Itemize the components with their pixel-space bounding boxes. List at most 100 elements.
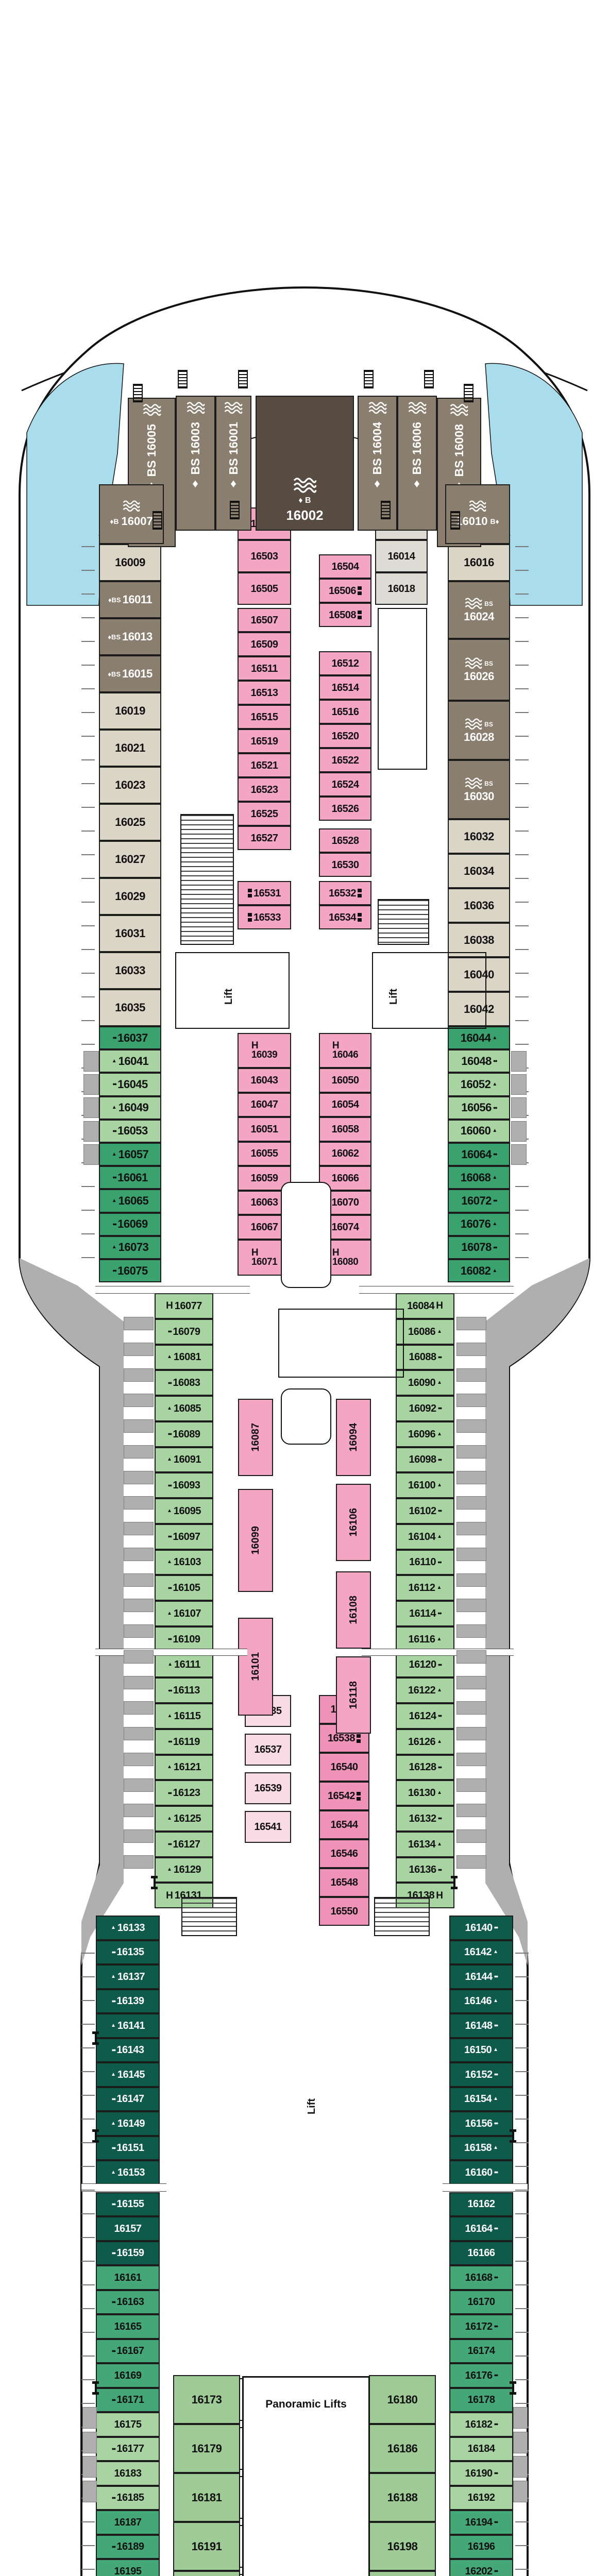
cabin-16164[interactable]: 16164●● [449, 2216, 513, 2241]
cabin-16141[interactable]: ▲16141 [96, 2013, 160, 2038]
cabin-16150[interactable]: 16150▲ [449, 2038, 513, 2062]
cabin-16051[interactable]: 16051 [238, 1117, 291, 1142]
cabin-16532[interactable]: 16532 [319, 881, 371, 905]
cabin-16055[interactable]: 16055 [238, 1141, 291, 1166]
cabin-16105[interactable]: ●●16105 [155, 1575, 213, 1601]
cabin-16519[interactable]: 16519 [238, 729, 291, 753]
cabin-16182[interactable]: 16182●● [449, 2412, 513, 2437]
cabin-16186[interactable]: 16186 [369, 2424, 436, 2473]
cabin-16533[interactable]: 16533 [238, 905, 291, 929]
cabin-16093[interactable]: ●●16093 [155, 1472, 213, 1498]
cabin-16526[interactable]: 16526 [319, 796, 371, 821]
cabin-16528[interactable]: 16528 [319, 828, 371, 853]
cabin-16049[interactable]: ▲16049 [99, 1096, 161, 1120]
cabin-16132[interactable]: 16132●● [396, 1806, 454, 1832]
cabin-16031[interactable]: 16031 [99, 915, 161, 952]
cabin-16531[interactable]: 16531 [238, 881, 291, 905]
cabin-16083[interactable]: ●●16083 [155, 1370, 213, 1396]
cabin-16058[interactable]: 16058 [319, 1117, 371, 1142]
cabin-16115[interactable]: ▲16115 [155, 1703, 213, 1729]
cabin-16191[interactable]: 16191 [173, 2522, 240, 2571]
cabin-16509[interactable]: 16509 [238, 632, 291, 656]
cabin-16508[interactable]: 16508 [319, 603, 371, 627]
cabin-16053[interactable]: ●●16053 [99, 1119, 161, 1143]
cabin-16003[interactable]: ♦ BS 16003 [176, 396, 215, 531]
cabin-16060[interactable]: 16060▲ [448, 1119, 510, 1143]
cabin-16202[interactable]: 16202●● [449, 2559, 513, 2576]
cabin-16114[interactable]: 16114●● [396, 1601, 454, 1626]
cabin-16514[interactable]: 16514 [319, 675, 371, 700]
cabin-16507[interactable]: 16507 [238, 608, 291, 632]
cabin-16061[interactable]: ●●16061 [99, 1166, 161, 1190]
cabin-16550[interactable]: 16550 [319, 1897, 369, 1926]
cabin-16139[interactable]: ●●16139 [96, 1989, 160, 2013]
cabin-16075[interactable]: ●●16075 [99, 1259, 161, 1283]
cabin-16036[interactable]: 16036 [448, 888, 510, 923]
cabin-16118[interactable]: 16118 [336, 1656, 371, 1734]
cabin-16014[interactable]: 16014 [375, 540, 428, 572]
cabin-16546[interactable]: 16546 [319, 1839, 369, 1868]
cabin-16112[interactable]: 16112▲ [396, 1575, 454, 1601]
cabin-16035[interactable]: 16035 [99, 989, 161, 1026]
cabin-16148[interactable]: 16148●● [449, 2013, 513, 2038]
cabin-16515[interactable]: 16515 [238, 705, 291, 729]
cabin-16145[interactable]: ▲16145 [96, 2062, 160, 2087]
cabin-16040[interactable]: 16040 [448, 957, 510, 992]
cabin-16161[interactable]: 16161 [96, 2265, 160, 2290]
cabin-16054[interactable]: 16054 [319, 1092, 371, 1117]
cabin-16106[interactable]: 16106 [336, 1484, 371, 1561]
cabin-16104[interactable]: 16104▲ [396, 1523, 454, 1550]
cabin-16181[interactable]: 16181 [173, 2473, 240, 2522]
cabin-16166[interactable]: 16166 [449, 2241, 513, 2265]
cabin-16116[interactable]: 16116▲ [396, 1626, 454, 1652]
cabin-16100[interactable]: 16100▲ [396, 1472, 454, 1498]
cabin-16135[interactable]: ●●16135 [96, 1940, 160, 1964]
cabin-16163[interactable]: ●●16163 [96, 2290, 160, 2314]
cabin-16527[interactable]: 16527 [238, 826, 291, 850]
cabin-16524[interactable]: 16524 [319, 772, 371, 796]
cabin-16192[interactable]: 16192 [449, 2485, 513, 2510]
cabin-16037[interactable]: ●●16037 [99, 1026, 161, 1050]
cabin-16009[interactable]: 16009 [99, 544, 161, 581]
cabin-16539[interactable]: 16539 [245, 1772, 291, 1804]
cabin-16534[interactable]: 16534 [319, 905, 371, 929]
cabin-16174[interactable]: 16174 [449, 2338, 513, 2363]
cabin-16505[interactable]: 16505 [238, 572, 291, 605]
cabin-16142[interactable]: 16142▲ [449, 1940, 513, 1964]
cabin-16124[interactable]: 16124●● [396, 1703, 454, 1729]
cabin-16057[interactable]: ▲16057 [99, 1143, 161, 1166]
cabin-16068[interactable]: 16068▲ [448, 1166, 510, 1190]
cabin-16082[interactable]: 16082▲ [448, 1259, 510, 1283]
cabin-16516[interactable]: 16516 [319, 700, 371, 724]
cabin-16169[interactable]: 16169 [96, 2363, 160, 2388]
cabin-16041[interactable]: ▲16041 [99, 1049, 161, 1073]
cabin-16038[interactable]: 16038 [448, 923, 510, 957]
cabin-16087[interactable]: 16087 [238, 1399, 273, 1476]
cabin-16179[interactable]: 16179 [173, 2424, 240, 2473]
cabin-16076[interactable]: 16076▲ [448, 1212, 510, 1236]
cabin-16520[interactable]: 16520 [319, 724, 371, 748]
cabin-16098[interactable]: 16098●● [396, 1447, 454, 1473]
cabin-16101[interactable]: 16101 [238, 1618, 273, 1716]
cabin-16151[interactable]: ●●16151 [96, 2136, 160, 2160]
cabin-16027[interactable]: 16027 [99, 841, 161, 878]
cabin-16103[interactable]: ▲16103 [155, 1549, 213, 1575]
cabin-16522[interactable]: 16522 [319, 748, 371, 772]
cabin-16085[interactable]: ▲16085 [155, 1396, 213, 1421]
cabin-16018[interactable]: 16018 [375, 572, 428, 605]
cabin-16094[interactable]: 16094 [336, 1399, 371, 1476]
cabin-16121[interactable]: ▲16121 [155, 1754, 213, 1781]
cabin-16045[interactable]: ●●16045 [99, 1073, 161, 1096]
cabin-16173[interactable]: 16173 [173, 2375, 240, 2424]
cabin-16043[interactable]: 16043 [238, 1068, 291, 1093]
cabin-16129[interactable]: ▲16129 [155, 1857, 213, 1883]
cabin-16108[interactable]: 16108 [336, 1571, 371, 1649]
cabin-16155[interactable]: ●●16155 [96, 2192, 160, 2216]
cabin-16134[interactable]: 16134▲ [396, 1831, 454, 1857]
